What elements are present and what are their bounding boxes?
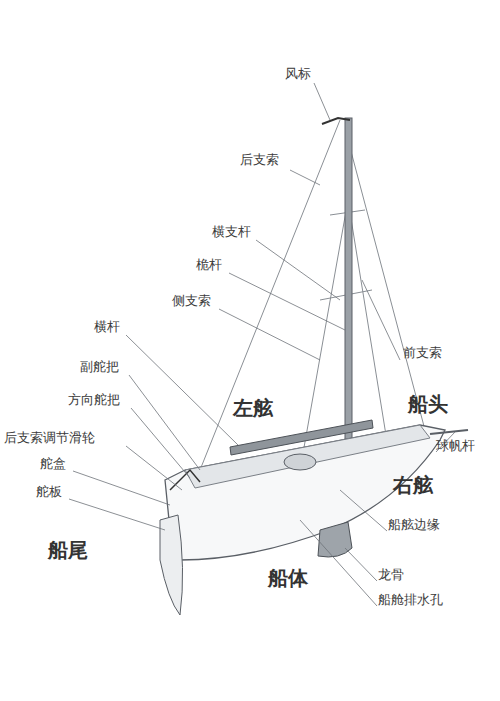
part-label: 方向舵把: [68, 393, 120, 407]
part-label: 船尾: [48, 539, 88, 561]
part-label: 侧支索: [172, 294, 211, 308]
part-label: 船舷边缘: [388, 518, 440, 532]
leader-line: [69, 499, 165, 530]
part-label: 舵板: [36, 485, 62, 499]
part-label: 船头: [408, 393, 448, 415]
forestay-line: [348, 140, 425, 430]
part-label: 船体: [268, 567, 308, 589]
leader-line: [219, 309, 320, 360]
leader-line: [290, 170, 320, 185]
part-label: 左舷: [233, 397, 273, 419]
leader-line: [131, 408, 190, 478]
mast: [345, 118, 352, 468]
hull: [165, 425, 445, 560]
part-label: 横支杆: [212, 225, 251, 239]
hatch: [284, 454, 316, 470]
part-label: 横杆: [94, 320, 120, 334]
leader-line: [129, 375, 200, 470]
leader-line: [314, 83, 330, 120]
leader-line: [362, 280, 400, 360]
part-label: 龙骨: [378, 568, 404, 582]
leader-line: [126, 446, 182, 490]
part-label: 后支索调节滑轮: [4, 431, 95, 445]
leader-line: [300, 520, 377, 606]
part-label: 舵盒: [40, 457, 66, 471]
part-label: 桅杆: [196, 258, 222, 272]
part-label: 球帆杆: [436, 439, 475, 453]
leader-line: [229, 273, 345, 330]
part-label: 风标: [285, 67, 311, 81]
leader-line: [73, 471, 170, 505]
bowsprit: [430, 430, 468, 434]
leader-line: [256, 240, 340, 300]
rudder: [160, 515, 183, 615]
leader-lines: [69, 83, 455, 606]
part-label: 前支索: [403, 346, 442, 360]
keel: [318, 522, 352, 557]
leader-line: [340, 490, 387, 531]
tiller: [170, 470, 200, 490]
leader-line: [126, 335, 238, 445]
part-label: 右舷: [393, 474, 433, 496]
part-label: 副舵把: [80, 360, 119, 374]
wind-vane: [322, 118, 350, 124]
part-label: 后支索: [240, 153, 279, 167]
part-label: 船舱排水孔: [378, 593, 443, 607]
